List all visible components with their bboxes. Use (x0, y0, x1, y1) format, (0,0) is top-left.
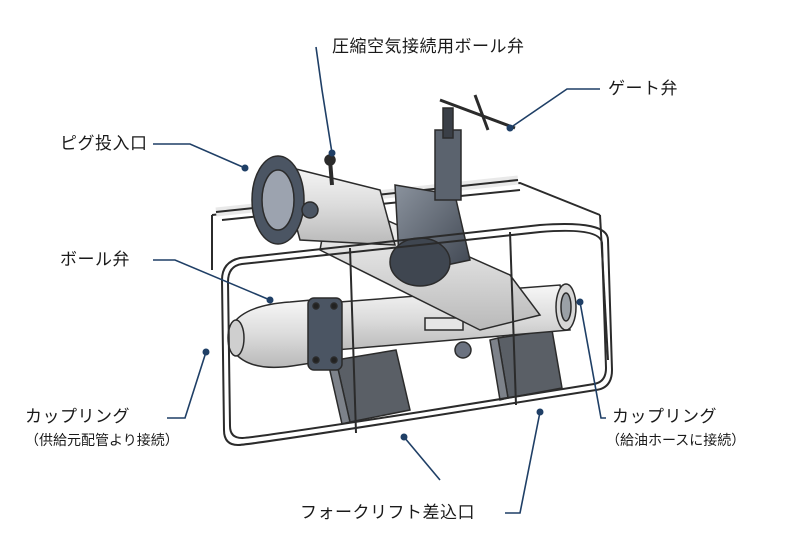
label-coupling-right: カップリング (612, 407, 717, 427)
label-gate-valve: ゲート弁 (608, 79, 678, 99)
label-coupling-left: カップリング (25, 407, 130, 427)
label-pig-inlet: ピグ投入口 (60, 134, 148, 154)
label-pressure-air-ball-valve: 圧縮空気接続用ボール弁 (332, 37, 525, 57)
label-forklift-slot: フォークリフト差込口 (300, 503, 475, 523)
frame-front (220, 223, 614, 447)
label-coupling-right-note: （給油ホースに接続） (606, 433, 746, 449)
label-ball-valve: ボール弁 (60, 250, 130, 270)
leader-dots (202, 124, 584, 441)
leader-lines (153, 46, 606, 514)
label-coupling-left-note: （供給元配管より接続） (25, 433, 179, 449)
left-reducer (227, 297, 343, 371)
pig-inlet-barrel (251, 154, 396, 246)
